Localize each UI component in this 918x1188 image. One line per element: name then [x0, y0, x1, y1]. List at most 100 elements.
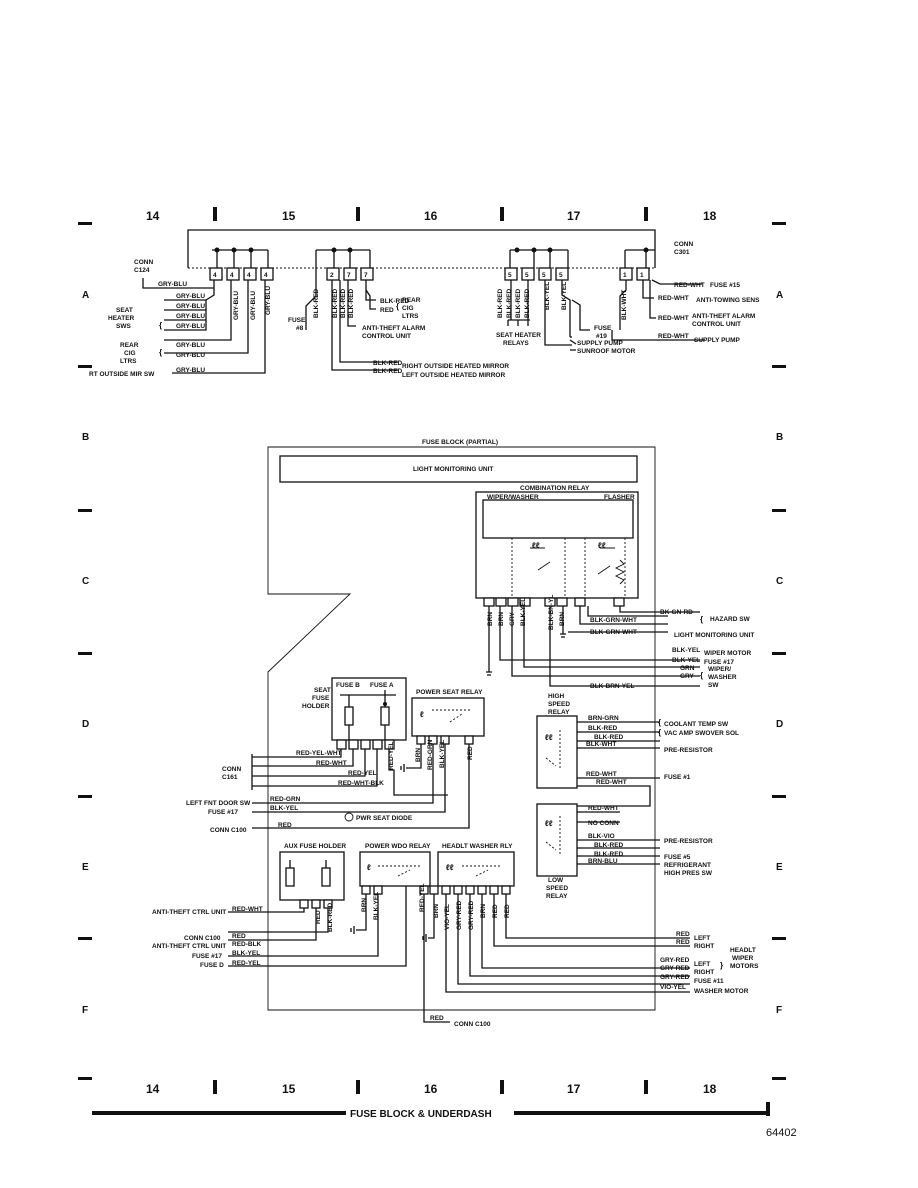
svg-text:{: {	[700, 671, 703, 680]
row-c-right: C	[776, 576, 783, 587]
svg-text:GRY-BLU: GRY-BLU	[176, 367, 205, 374]
power-seat-relay: POWER SEAT RELAY	[416, 689, 483, 696]
svg-text:BLK-RED: BLK-RED	[594, 734, 624, 741]
washer-motor: WASHER MOTOR	[694, 988, 749, 995]
svg-text:GRY-BLU: GRY-BLU	[176, 313, 205, 320]
svg-text:{: {	[658, 718, 661, 727]
svg-text:BRN-GRN: BRN-GRN	[588, 715, 619, 722]
svg-text:RED-YEL: RED-YEL	[388, 741, 395, 770]
lt-heated-mirror: LEFT OUTSIDE HEATED MIRROR	[402, 372, 505, 379]
svg-text:{: {	[159, 321, 162, 330]
svg-text:RED: RED	[492, 904, 499, 918]
right-1: RIGHT	[694, 943, 714, 950]
svg-text:RED-WHT: RED-WHT	[658, 295, 689, 302]
row-labels: A A B B C C D D E E F F	[82, 290, 783, 1016]
left-2: LEFT	[694, 961, 710, 968]
conn-c100-mid: CONN C100	[210, 827, 247, 834]
c17-pins: 5 5 5 5	[504, 267, 569, 281]
pwr-seat-diode: PWR SEAT DIODE	[356, 815, 413, 822]
pre-resistor-1: PRE-RESISTOR	[664, 747, 713, 754]
svg-text:BRN-BLU: BRN-BLU	[588, 858, 618, 865]
svg-text:BRN: BRN	[498, 612, 505, 626]
low-speed-3: RELAY	[546, 893, 568, 900]
svg-text:ℓℓ: ℓℓ	[545, 819, 553, 828]
rear-cig-right-1: REAR	[402, 297, 421, 304]
sunroof-motor: SUNROOF MOTOR	[577, 348, 636, 355]
col-14-top: 14	[146, 209, 160, 223]
svg-text:BLK-RED: BLK-RED	[332, 288, 339, 318]
svg-text:ℓ: ℓ	[367, 863, 371, 872]
svg-text:BLK-RED: BLK-RED	[594, 851, 624, 858]
conn-c301-1: CONN	[674, 241, 693, 248]
svg-text:BLK-GRN-WHT: BLK-GRN-WHT	[590, 617, 637, 624]
svg-text:GRY-BLU: GRY-BLU	[176, 293, 205, 300]
svg-text:RED: RED	[430, 1015, 444, 1022]
svg-text:RED-WHT: RED-WHT	[232, 906, 263, 913]
svg-text:GRY: GRY	[680, 673, 695, 680]
row-b-left: B	[82, 432, 89, 443]
top-section: 4 4 4 4 CONN C124 GRY-BLU GRY-BLU GRY-BL…	[89, 229, 760, 379]
footer-title: FUSE BLOCK & UNDERDASH	[350, 1109, 492, 1120]
svg-text:{: {	[396, 302, 399, 311]
svg-text:RED-WHT: RED-WHT	[596, 779, 627, 786]
red-wht-1: RED-WHT	[674, 282, 705, 289]
anti-theft-ctrl-1: ANTI-THEFT CTRL UNIT	[152, 909, 226, 916]
conn-c124-line1: CONN	[134, 259, 153, 266]
svg-text:BLK-RED: BLK-RED	[524, 288, 531, 318]
wiper-washer-label: WIPER/WASHER	[487, 494, 539, 501]
svg-text:RED: RED	[315, 910, 322, 924]
svg-text:7: 7	[364, 272, 368, 279]
svg-text:1: 1	[623, 272, 627, 279]
svg-text:BRN: BRN	[480, 904, 487, 918]
svg-text:BLK-RED: BLK-RED	[373, 360, 403, 367]
svg-text:GRY-RED: GRY-RED	[660, 965, 690, 972]
wiper-motor: WIPER MOTOR	[704, 650, 751, 657]
svg-text:GRY-RED: GRY-RED	[456, 900, 463, 930]
svg-text:BLK-WHT: BLK-WHT	[586, 741, 616, 748]
svg-text:ℓℓ: ℓℓ	[532, 541, 540, 550]
fuse17-top: FUSE #17	[704, 659, 734, 666]
c301-pins: 1 1	[619, 267, 650, 281]
blk-wht: BLK-WHT	[621, 290, 628, 320]
row-e-left: E	[82, 862, 89, 873]
conn-c100-bottom: CONN C100	[454, 1021, 491, 1028]
fuse17-bottom: FUSE #17	[192, 953, 222, 960]
svg-text:RED-WHT: RED-WHT	[586, 771, 617, 778]
col-18-bottom: 18	[703, 1082, 717, 1096]
svg-text:ℓℓ: ℓℓ	[446, 863, 454, 872]
svg-text:4: 4	[230, 272, 234, 279]
conn-c161-2: C161	[222, 774, 238, 781]
anti-theft-right-2: CONTROL UNIT	[692, 321, 741, 328]
col-15-bottom: 15	[282, 1082, 296, 1096]
col-14-bottom: 14	[146, 1082, 160, 1096]
svg-text:VIO-YEL: VIO-YEL	[660, 984, 686, 991]
svg-text:{: {	[700, 615, 703, 624]
svg-text:4: 4	[213, 272, 217, 279]
bottom-column-labels: 14 15 16 17 18	[146, 1080, 717, 1096]
seat-heater-1: SEAT	[116, 307, 133, 314]
right-2: RIGHT	[694, 969, 714, 976]
rear-cig-right-2: CIG	[402, 305, 414, 312]
conn-c124-line2: C124	[134, 267, 150, 274]
row-d-left: D	[82, 719, 89, 730]
row-b-right: B	[776, 432, 783, 443]
gry-blu-vertical: GRY-BLU	[265, 286, 272, 315]
refrig-1: REFRIGERANT	[664, 862, 711, 869]
refrig-2: HIGH PRES SW	[664, 870, 713, 877]
row-d-right: D	[776, 719, 783, 730]
c124-pins: 4 4 4 4	[209, 267, 274, 281]
col-17-top: 17	[567, 209, 581, 223]
svg-text:RED-YEL: RED-YEL	[232, 960, 261, 967]
svg-text:RED: RED	[676, 939, 690, 946]
fuse11: FUSE #11	[694, 978, 724, 985]
svg-text:GRY-RED: GRY-RED	[660, 957, 690, 964]
svg-text:GRY-RED: GRY-RED	[660, 974, 690, 981]
svg-text:RED-GRN: RED-GRN	[427, 739, 434, 770]
low-speed-1: LOW	[548, 877, 564, 884]
anti-theft-right-1: ANTI-THEFT ALARM	[692, 313, 755, 320]
svg-text:5: 5	[542, 272, 546, 279]
rear-cig-left-2: CIG	[124, 350, 136, 357]
fuse17-mid: FUSE #17	[208, 809, 238, 816]
svg-text:BLK-RED: BLK-RED	[588, 725, 618, 732]
fuse-b: FUSE B	[336, 682, 360, 689]
